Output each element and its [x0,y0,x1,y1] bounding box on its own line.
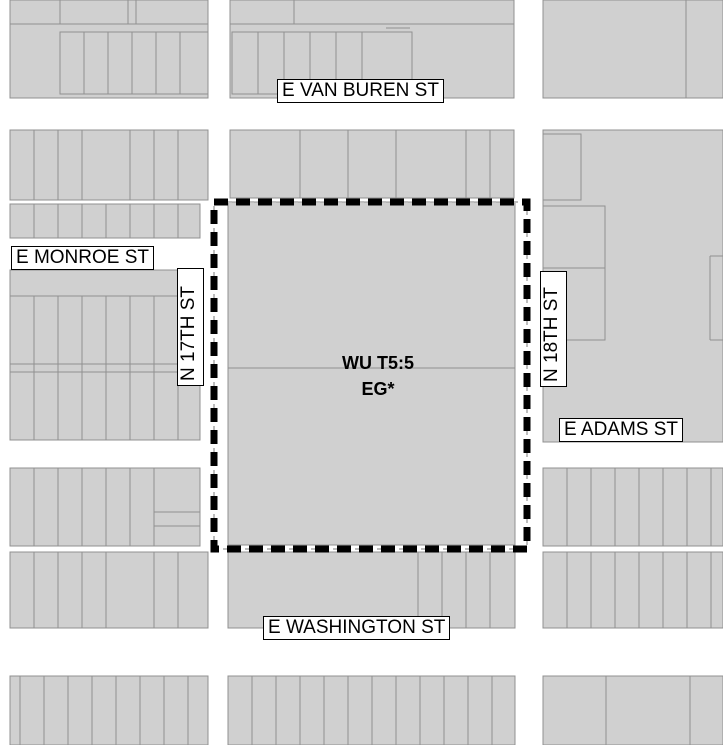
street-label-washington: E WASHINGTON ST [263,616,451,640]
street-label-van-buren: E VAN BUREN ST [277,79,444,103]
zoning-label-line1: WU T5:5 [342,353,414,373]
street-label-monroe: E MONROE ST [11,246,155,270]
parcel-lines [10,0,723,745]
parcels [9,0,723,745]
street-label-n17th: N 17TH ST [177,268,204,386]
street-label-adams: E ADAMS ST [559,418,684,442]
street-label-n18th: N 18TH ST [540,271,567,387]
site-boundary [210,198,531,553]
zoning-label-line2: EG* [361,379,395,399]
